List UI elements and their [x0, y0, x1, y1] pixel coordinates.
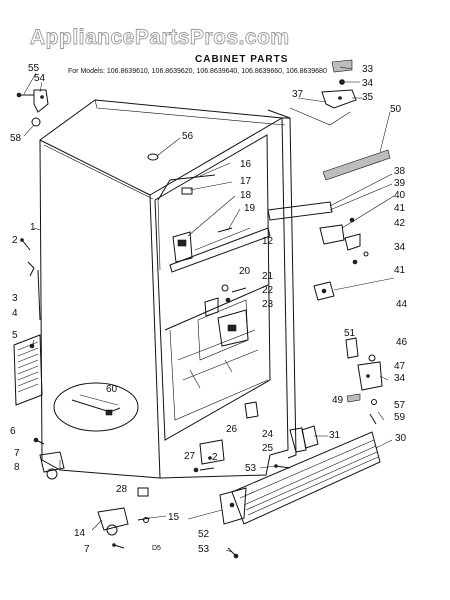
callout-30: 30 [395, 433, 407, 444]
callout-34: 34 [362, 78, 374, 89]
callout-41: 41 [394, 203, 406, 214]
callout-60: 60 [106, 384, 118, 395]
callout-12: 12 [262, 236, 274, 247]
callout-18: 18 [240, 190, 252, 201]
callout-55: 55 [28, 63, 40, 74]
callout-6: 6 [10, 426, 16, 437]
callout-53b: 53 [198, 544, 210, 555]
bottom-parts [97, 401, 291, 559]
right-parts [231, 59, 391, 525]
callout-2b: 2 [212, 452, 218, 463]
callout-16: 16 [240, 159, 252, 170]
callout-5: 5 [12, 330, 18, 341]
leader-lines [23, 66, 395, 553]
diagram-title: CABINET PARTS [195, 54, 288, 65]
models-line: For Models: 106.8639610, 106.8639620, 10… [68, 68, 327, 75]
callout-21: 21 [262, 271, 274, 282]
callout-25: 25 [262, 443, 274, 454]
callout-17: 17 [240, 176, 252, 187]
callout-39: 39 [394, 178, 406, 189]
callout-28: 28 [116, 484, 128, 495]
footer-code: D5 [152, 545, 161, 552]
left-parts [13, 89, 159, 480]
callout-51: 51 [344, 328, 356, 339]
callout-20: 20 [239, 266, 251, 277]
callout-15: 15 [168, 512, 180, 523]
callout-38: 38 [394, 166, 406, 177]
callout-44: 44 [396, 299, 408, 310]
callout-7b: 7 [84, 544, 90, 555]
callout-58: 58 [10, 133, 22, 144]
callout-7: 7 [14, 448, 20, 459]
callout-14: 14 [74, 528, 86, 539]
callout-34c: 34 [394, 373, 406, 384]
callout-labels: 55 54 58 56 16 17 18 19 12 20 21 22 23 1… [10, 63, 408, 555]
callout-26: 26 [226, 424, 238, 435]
callout-40: 40 [394, 190, 406, 201]
callout-22: 22 [262, 285, 274, 296]
callout-56: 56 [182, 131, 194, 142]
callout-52: 52 [198, 529, 210, 540]
callout-34b: 34 [394, 242, 406, 253]
callout-41b: 41 [394, 265, 406, 276]
cabinet-body [39, 99, 297, 479]
callout-3: 3 [12, 293, 18, 304]
callout-23: 23 [262, 299, 274, 310]
callout-27: 27 [184, 451, 196, 462]
callout-47: 47 [394, 361, 406, 372]
callout-31: 31 [329, 430, 341, 441]
callout-49: 49 [332, 395, 344, 406]
watermark: AppliancePartsPros.com [30, 26, 290, 49]
callout-24: 24 [262, 429, 274, 440]
callout-46: 46 [396, 337, 408, 348]
callout-42: 42 [394, 218, 406, 229]
callout-50: 50 [390, 104, 402, 115]
callout-4: 4 [12, 308, 18, 319]
interior-parts [157, 174, 249, 347]
callout-19: 19 [244, 203, 256, 214]
callout-2: 2 [12, 235, 18, 246]
callout-57: 57 [394, 400, 406, 411]
callout-8: 8 [14, 462, 20, 473]
callout-35: 35 [362, 92, 374, 103]
callout-33: 33 [362, 64, 374, 75]
callout-1: 1 [30, 222, 36, 233]
callout-53: 53 [245, 463, 257, 474]
callout-59: 59 [394, 412, 406, 423]
callout-37: 37 [292, 89, 304, 100]
callout-54: 54 [34, 73, 46, 84]
